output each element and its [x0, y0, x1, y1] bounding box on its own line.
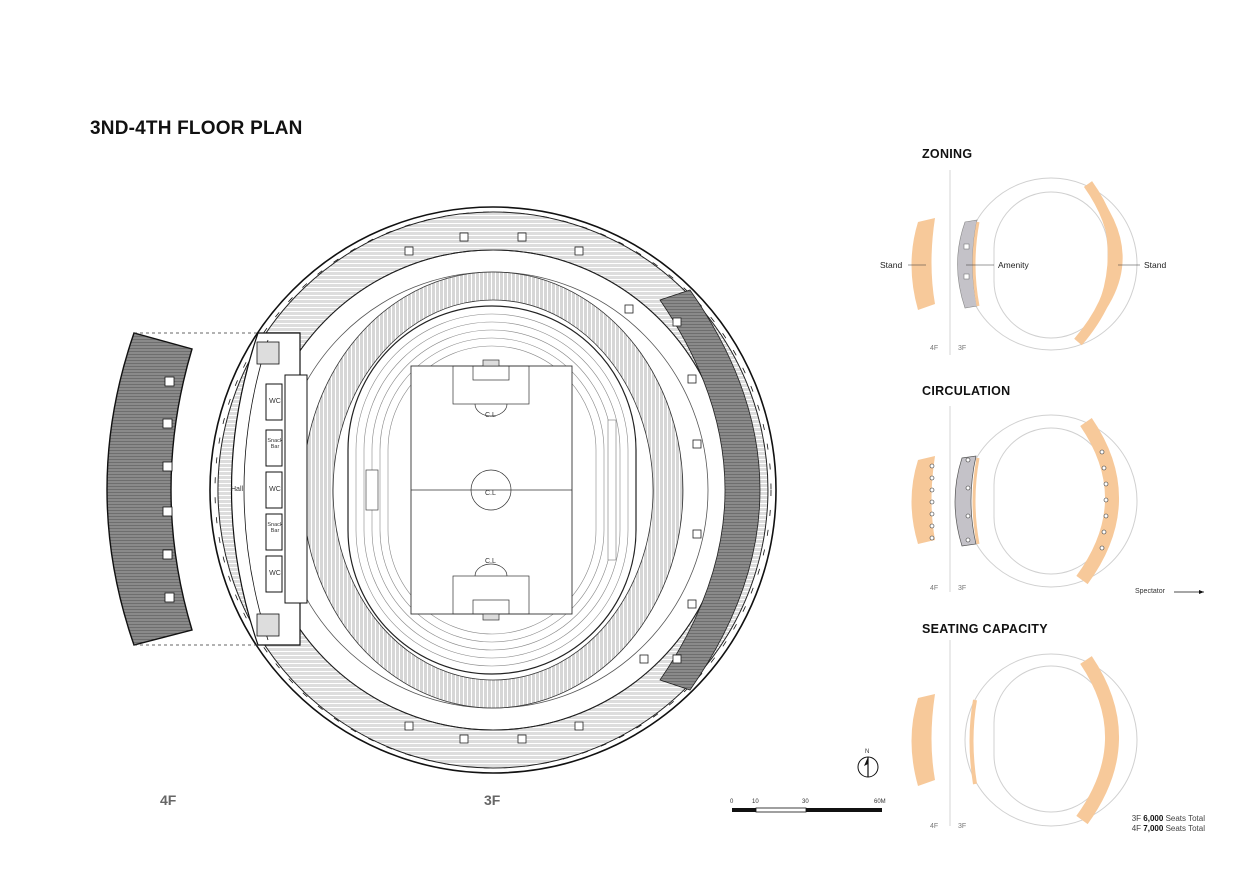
hall-label: Hall — [231, 486, 244, 493]
center-line-label-3: C.L — [485, 558, 496, 565]
scale-bar — [732, 807, 882, 813]
scale-tick-60m: 60M — [874, 799, 886, 805]
floor-label-4f: 4F — [160, 792, 177, 808]
seat-total-3f: 3F 6,000 Seats Total — [1131, 814, 1205, 823]
room-label-wc-1: WC — [269, 398, 281, 405]
wing-4f — [106, 332, 300, 646]
outer-ring — [209, 206, 777, 774]
north-arrow-icon — [857, 756, 879, 778]
scale-tick-10: 10 — [752, 799, 759, 805]
zoning-diagram — [908, 170, 1140, 355]
scale-tick-0: 0 — [730, 799, 734, 805]
zoning-title: ZONING — [922, 147, 973, 161]
west-concourse — [230, 332, 308, 646]
page-title: 3ND-4TH FLOOR PLAN — [90, 118, 303, 139]
spectator-legend-label: Spectator — [1135, 588, 1165, 595]
room-label-wc-2: WC — [269, 486, 281, 493]
zoning-stand-right-label: Stand — [1144, 260, 1167, 270]
seating-capacity-title: SEATING CAPACITY — [922, 622, 1048, 636]
circulation-title: CIRCULATION — [922, 384, 1011, 398]
scale-tick-30: 30 — [802, 799, 809, 805]
track-and-field — [347, 305, 637, 675]
seating-4f-label: 4F — [930, 823, 939, 830]
vomitory-markers — [404, 232, 702, 744]
zoning-stand-left-label: Stand — [880, 260, 903, 270]
circulation-3f-label: 3F — [958, 585, 967, 592]
circulation-diagram — [911, 406, 1204, 594]
zoning-3f-label: 3F — [958, 345, 967, 352]
zoning-amenity-label: Amenity — [998, 260, 1029, 270]
circulation-4f-label: 4F — [930, 585, 939, 592]
room-label-snack-bar-2: Snack Bar — [267, 522, 283, 534]
center-line-label-1: C.L — [485, 412, 496, 419]
center-line-label-2: C.L — [485, 490, 496, 497]
seating-3f-label: 3F — [958, 823, 967, 830]
seat-total-4f: 4F 7,000 Seats Total — [1131, 824, 1205, 833]
room-label-snack-bar-1: Snack Bar — [267, 438, 283, 450]
seating-capacity-diagram — [911, 640, 1138, 827]
zoning-4f-label: 4F — [930, 345, 939, 352]
room-label-wc-3: WC — [269, 570, 281, 577]
floor-label-3f: 3F — [484, 792, 501, 808]
north-label: N — [865, 749, 870, 755]
